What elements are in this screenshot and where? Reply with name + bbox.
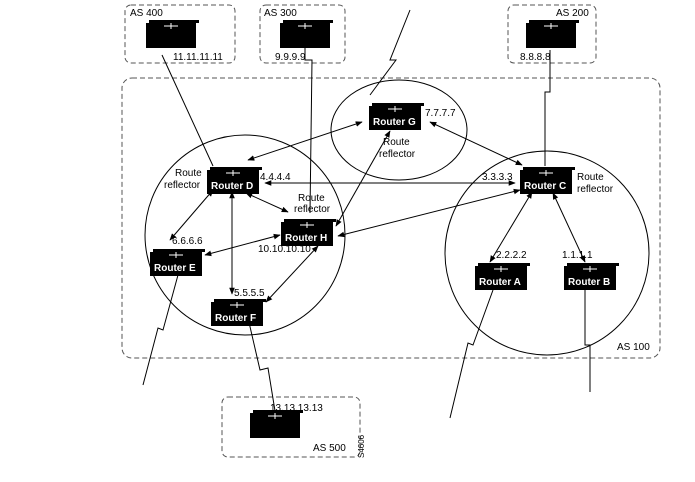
link-external-b	[584, 290, 591, 392]
link-as500-f	[247, 317, 277, 418]
link-as400-d	[161, 54, 214, 167]
router-c: Router C	[520, 167, 575, 194]
router-arrows-icon	[388, 106, 402, 112]
as200-address: 8.8.8.8	[520, 52, 551, 63]
session-c-b	[552, 192, 586, 263]
router-as400	[146, 20, 199, 48]
router-f: Router F	[211, 299, 266, 326]
as300-label: AS 300	[264, 8, 297, 19]
link-external-e	[142, 274, 179, 386]
router-as200	[526, 20, 579, 48]
router-e: Router E	[150, 249, 205, 276]
router-arrows-icon	[544, 23, 558, 29]
router-c-label: Router C	[524, 181, 566, 192]
router-d-address: 4.4.4.4	[260, 172, 291, 183]
router-arrows-icon	[268, 413, 282, 419]
as300-box	[259, 4, 346, 64]
link-as200-c	[544, 50, 551, 166]
as400-box	[124, 4, 236, 64]
router-d-label: Router D	[211, 181, 253, 192]
session-d-e	[169, 189, 214, 241]
router-h: Router H	[281, 219, 336, 246]
router-arrows-icon	[298, 23, 312, 29]
router-f-address: 5.5.5.5	[234, 288, 265, 299]
router-f-label: Router F	[215, 313, 256, 324]
router-c-address: 3.3.3.3	[482, 172, 513, 183]
router-c-rr-route: Route	[577, 172, 604, 183]
session-h-e	[204, 233, 281, 257]
as200-label: AS 200	[556, 8, 589, 19]
router-a-label: Router A	[479, 277, 521, 288]
session-d-h	[245, 192, 289, 213]
router-c-rr-reflector: reflector	[577, 184, 614, 195]
router-g: Router G	[369, 103, 424, 130]
as500-address: 13.13.13.13	[270, 403, 323, 414]
router-arrows-icon	[226, 170, 240, 176]
router-g-rr-reflector: reflector	[379, 149, 416, 160]
session-h-c	[337, 188, 521, 238]
router-arrows-icon	[230, 302, 244, 308]
router-arrows-icon	[494, 266, 508, 272]
as500-label: AS 500	[313, 443, 346, 454]
router-a: Router A	[475, 263, 530, 290]
router-arrows-icon	[169, 252, 183, 258]
router-g-rr-route: Route	[383, 137, 410, 148]
router-b-address: 1.1.1.1	[562, 250, 593, 261]
router-b-label: Router B	[568, 277, 610, 288]
router-h-label: Router H	[285, 233, 327, 244]
router-as500	[250, 410, 303, 438]
as300-address: 9.9.9.9	[275, 52, 306, 63]
router-a-address: 2.2.2.2	[496, 250, 527, 261]
figure-id: S4606	[357, 434, 366, 458]
router-e-label: Router E	[154, 263, 196, 274]
as400-address: 11.11.11.11	[173, 52, 223, 63]
router-arrows-icon	[164, 23, 178, 29]
as400-label: AS 400	[130, 8, 163, 19]
as100-box	[121, 77, 661, 359]
link-as300-h	[304, 45, 313, 214]
session-g-c	[429, 121, 523, 166]
session-c-a	[489, 191, 533, 263]
router-h-address: 10.10.10.10	[258, 244, 311, 255]
as100-label: AS 100	[617, 342, 650, 353]
router-b: Router B	[564, 263, 619, 290]
router-d-rr-reflector: reflector	[164, 180, 201, 191]
link-external-top	[369, 9, 411, 96]
as200-box	[507, 4, 597, 64]
router-arrows-icon	[583, 266, 597, 272]
router-e-address: 6.6.6.6	[172, 236, 203, 247]
router-h-rr-route: Route	[298, 193, 325, 204]
router-g-address: 7.7.7.7	[425, 108, 456, 119]
cluster-right-circle	[444, 150, 650, 356]
router-as300	[280, 20, 333, 48]
router-d-rr-route: Route	[175, 168, 202, 179]
router-g-label: Router G	[373, 117, 416, 128]
router-d: Router D	[207, 167, 262, 194]
router-arrows-icon	[539, 170, 553, 176]
router-arrows-icon	[300, 222, 314, 228]
link-external-a	[449, 289, 494, 419]
router-h-rr-reflector: reflector	[294, 204, 331, 215]
session-h-f	[265, 245, 319, 303]
session-g-d	[247, 121, 363, 161]
